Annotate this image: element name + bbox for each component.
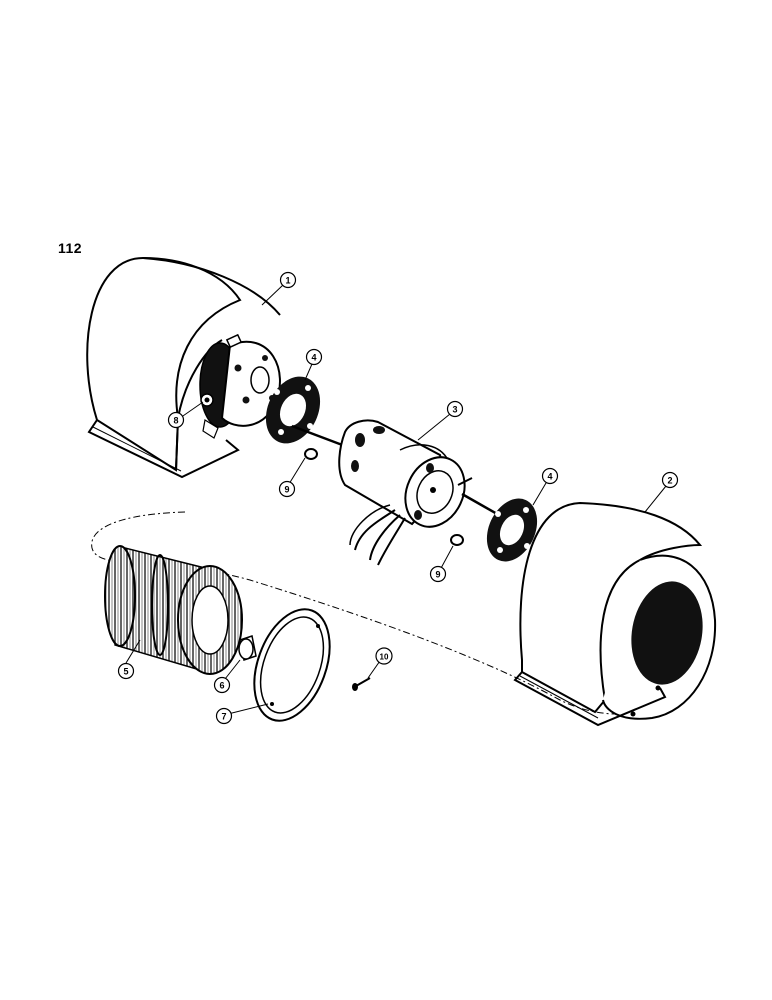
washer-left (304, 448, 318, 460)
screw (352, 677, 371, 691)
page-number: 112 (58, 240, 83, 256)
svg-text:5: 5 (123, 667, 128, 677)
svg-text:3: 3 (452, 405, 457, 415)
blower-housing-right (513, 501, 717, 727)
callout-1: 1 (279, 271, 297, 289)
svg-text:9: 9 (435, 570, 440, 580)
callout-9-left: 9 (278, 480, 296, 498)
gasket-right (486, 498, 538, 562)
gasket-left (265, 376, 321, 444)
callout-4-left: 4 (305, 348, 323, 366)
blower-motor (291, 419, 521, 566)
callout-4-right: 4 (541, 467, 559, 485)
hub-bushing (238, 635, 257, 661)
svg-text:7: 7 (221, 712, 226, 722)
svg-text:10: 10 (380, 653, 389, 662)
svg-text:2: 2 (667, 476, 672, 486)
callout-10: 10 (375, 647, 393, 665)
callout-2: 2 (661, 471, 679, 489)
callout-9-right: 9 (429, 565, 447, 583)
mounting-ring (253, 608, 331, 722)
callout-8: 8 (167, 411, 185, 429)
callout-3: 3 (446, 400, 464, 418)
callout-7: 7 (215, 707, 233, 725)
svg-text:6: 6 (219, 681, 224, 691)
svg-text:4: 4 (547, 472, 552, 482)
callout-6: 6 (213, 676, 231, 694)
blower-wheel (104, 545, 243, 675)
washer-right (450, 534, 464, 546)
callout-5: 5 (117, 662, 135, 680)
svg-text:8: 8 (173, 416, 178, 426)
svg-text:1: 1 (285, 276, 290, 286)
blower-housing-left (86, 256, 281, 479)
svg-text:9: 9 (284, 485, 289, 495)
svg-text:4: 4 (311, 353, 316, 363)
